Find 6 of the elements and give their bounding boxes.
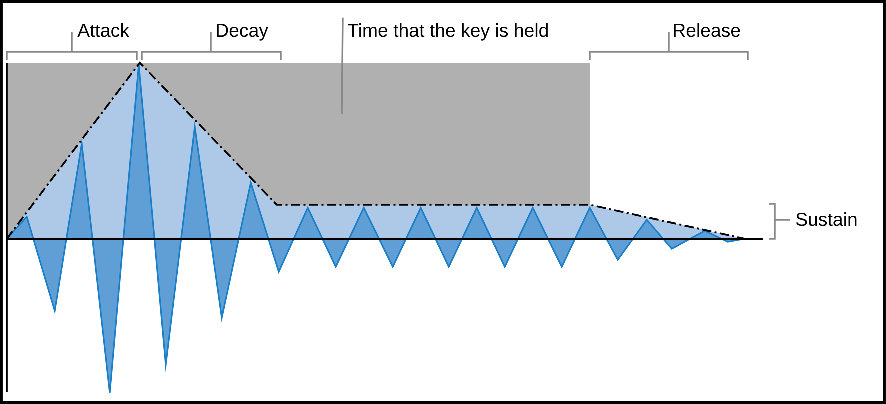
leader-line: [341, 18, 344, 114]
phase-label: Release: [674, 23, 740, 38]
label-text: Time that the key is held: [348, 23, 548, 41]
phase-label: Decay: [217, 24, 268, 41]
phase-label: Attack: [78, 23, 130, 38]
phase-label: Sustain: [796, 212, 857, 226]
